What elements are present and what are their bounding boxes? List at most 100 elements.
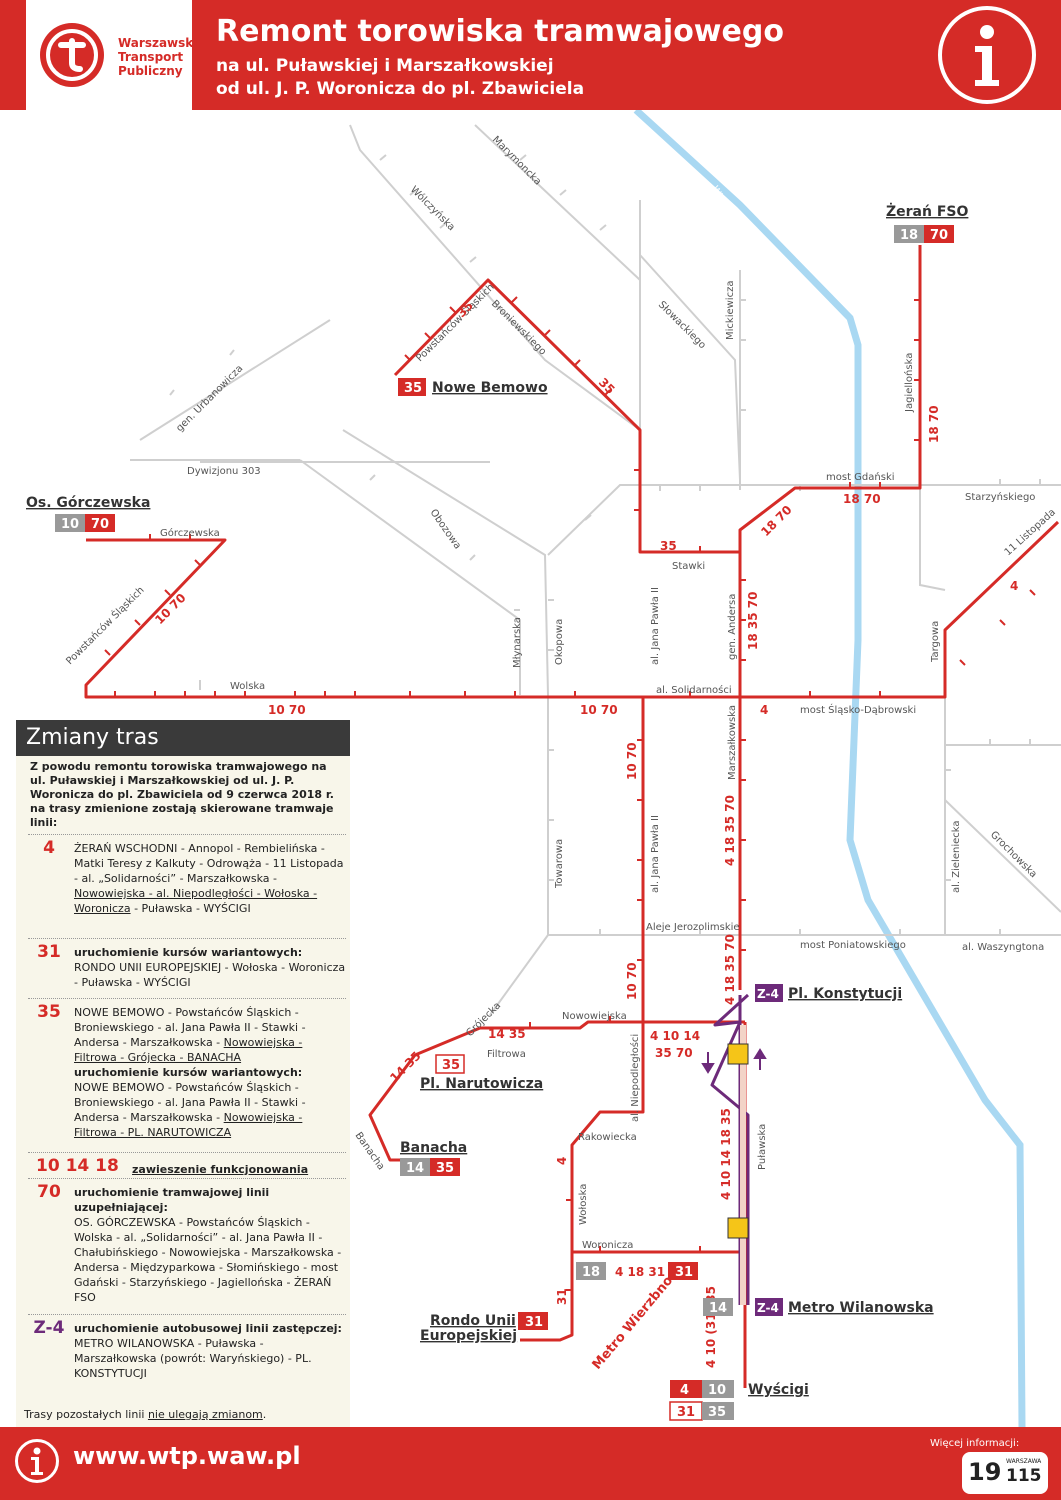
route-number: 18 bbox=[582, 1265, 600, 1280]
roadwork-area bbox=[740, 1025, 746, 1305]
page-title: Remont torowiska tramwajowego bbox=[216, 14, 784, 49]
route-heading: uruchomienie kursów wariantowych: bbox=[74, 946, 303, 959]
street-label: Marymoncka bbox=[490, 134, 543, 187]
terminal-name: Żerań FSO bbox=[886, 203, 968, 220]
route-entry-suspended: 10 14 18 zawieszenie funkcjonowania bbox=[28, 1152, 346, 1177]
terminal-name: Pl. Konstytucji bbox=[788, 986, 902, 1002]
route-description: uruchomienie kursów wariantowych: RONDO U… bbox=[74, 939, 346, 990]
route-box bbox=[924, 225, 954, 243]
footnote-text: . bbox=[262, 1408, 267, 1421]
route-number: 14 bbox=[406, 1161, 424, 1176]
footnote-text: Trasy pozostałych linii bbox=[24, 1408, 148, 1421]
route-entry-35: 35 NOWE BEMOWO - Powstańców Śląskich - B… bbox=[28, 998, 346, 1140]
street-label: al. Solidarności bbox=[656, 684, 732, 696]
route-number: 10 bbox=[61, 517, 79, 532]
route-number: 4 bbox=[43, 838, 55, 858]
route-number: 70 bbox=[930, 228, 948, 243]
street-label: Puławska bbox=[757, 1124, 768, 1170]
line-label: 10 70 bbox=[268, 703, 306, 717]
more-info-label: Więcej informacji: bbox=[930, 1438, 1020, 1449]
logo-area: Warszawski Transport Publiczny bbox=[26, 0, 197, 110]
line-label: 4 10 14 18 35 bbox=[719, 1108, 733, 1200]
street-label: Broniewskiego bbox=[489, 298, 548, 357]
route-number: 35 bbox=[37, 1002, 61, 1022]
route-description: ŻERAŃ WSCHODNI - Annopol - Rembielińska … bbox=[74, 835, 346, 916]
line-label: 4 10 14 bbox=[650, 1029, 700, 1043]
line-label: 35 70 bbox=[655, 1046, 693, 1060]
street-label: Targowa bbox=[930, 621, 941, 663]
arrow-icon bbox=[701, 1048, 767, 1074]
route-heading: zawieszenie funkcjonowania bbox=[132, 1163, 309, 1176]
line-label: 18 70 bbox=[927, 405, 941, 443]
route-box-suspended bbox=[894, 225, 924, 243]
route-entry-31: 31 uruchomienie kursów wariantowych:ROND… bbox=[28, 938, 346, 990]
roadwork-icon bbox=[727, 1043, 749, 1239]
header-bar: Warszawski Transport Publiczny Remont to… bbox=[0, 0, 1061, 110]
info-icon bbox=[938, 6, 1036, 104]
street-label: al. Niepodległości bbox=[629, 1034, 641, 1122]
street-label: Wólczyńska bbox=[408, 184, 458, 234]
terminal-name: Nowe Bemowo bbox=[432, 380, 548, 396]
street-label: Powstańców Śląskich bbox=[413, 280, 497, 364]
route-box-variant bbox=[435, 1054, 465, 1074]
street-label: Jagiellońska bbox=[903, 353, 915, 413]
route-number: Z-4 bbox=[757, 1301, 779, 1315]
route-description: zawieszenie funkcjonowania bbox=[132, 1153, 346, 1177]
hotline-badge: 19 WARSZAWA 115 bbox=[962, 1452, 1048, 1494]
street-label: most Gdański bbox=[826, 471, 895, 483]
terminal-os-gorczewska: Os. Górczewska 10 70 bbox=[26, 495, 150, 532]
line-label: 4 18 35 70 bbox=[723, 934, 737, 1005]
street-label: Marszałkowska bbox=[727, 705, 738, 780]
street-label: Nowowiejska bbox=[562, 1011, 627, 1022]
route-number: 4 bbox=[680, 1383, 689, 1398]
terminal-pl-konstytucji: Z-4 Pl. Konstytucji bbox=[755, 984, 902, 1002]
line-label: 35 bbox=[596, 375, 618, 397]
route-number: 70 bbox=[91, 517, 109, 532]
route-number: 35 bbox=[436, 1161, 454, 1176]
hotline-number: 115 bbox=[1006, 1466, 1042, 1486]
line-label: 4 18 31 bbox=[615, 1265, 665, 1279]
footnote-text-underlined: nie ulegają zmianom bbox=[147, 1408, 263, 1421]
terminal-nowe-bemowo: 35 Nowe Bemowo bbox=[398, 378, 548, 396]
hotline-city: WARSZAWA bbox=[1006, 1458, 1042, 1465]
street-label: Wolska bbox=[230, 681, 265, 692]
logo-text: Warszawski Transport Publiczny bbox=[118, 36, 197, 78]
line-label: 18 70 bbox=[758, 503, 794, 539]
street-label: gen. Andersa bbox=[727, 594, 738, 660]
route-box bbox=[668, 1262, 698, 1280]
route-text-underlined: Nowowiejska - al. Niepodległości - Wołos… bbox=[74, 887, 318, 915]
hotline-prefix: 19 bbox=[968, 1458, 1002, 1486]
route-number: 31 bbox=[525, 1315, 543, 1330]
line-label: 14 35 bbox=[488, 1027, 526, 1041]
line-label: 10 70 bbox=[580, 703, 618, 717]
line-label: 14 35 bbox=[387, 1049, 423, 1085]
street-label: al. Waszyngtona bbox=[962, 942, 1044, 953]
line-label: 4 bbox=[760, 703, 768, 717]
street-label: Rakowiecka bbox=[578, 1132, 637, 1143]
street-label: al. Jana Pawła II bbox=[650, 815, 661, 893]
river-label: Wisła bbox=[915, 1037, 936, 1063]
street-label: Powstańców Śląskich bbox=[63, 583, 147, 667]
route-description: uruchomienie autobusowej linii zastępcze… bbox=[74, 1315, 346, 1381]
route-text: RONDO UNII EUROPEJSKIEJ - Wołoska - Woro… bbox=[74, 961, 346, 989]
terminal-name: Os. Górczewska bbox=[26, 495, 150, 511]
route-number: 10 14 18 bbox=[36, 1156, 119, 1176]
info-icon bbox=[15, 1439, 59, 1483]
terminal-name: Pl. Narutowicza bbox=[420, 1076, 543, 1092]
street-label: Dywizjonu 303 bbox=[187, 466, 261, 477]
line-label: 4 bbox=[555, 1157, 569, 1165]
route-box bbox=[518, 1312, 548, 1330]
route-description: NOWE BEMOWO - Powstańców Śląskich - Bron… bbox=[74, 999, 346, 1140]
street-label: gen. Urbanowicza bbox=[174, 363, 245, 434]
route-number: 35 bbox=[442, 1058, 460, 1073]
street-label: Górczewska bbox=[160, 527, 220, 539]
subtitle-line: na ul. Puławskiej i Marszałkowskiej bbox=[216, 56, 554, 76]
website-link[interactable]: www.wtp.waw.pl bbox=[73, 1442, 301, 1470]
route-number: 31 bbox=[675, 1265, 693, 1280]
route-number: 31 bbox=[677, 1405, 695, 1420]
route-box-suspended bbox=[702, 1380, 734, 1398]
street-label: Aleje Jerozolimskie bbox=[646, 922, 740, 933]
route-number: 14 bbox=[709, 1301, 727, 1316]
route-number: 35 bbox=[404, 381, 422, 396]
line-label: 4 bbox=[1010, 579, 1018, 593]
